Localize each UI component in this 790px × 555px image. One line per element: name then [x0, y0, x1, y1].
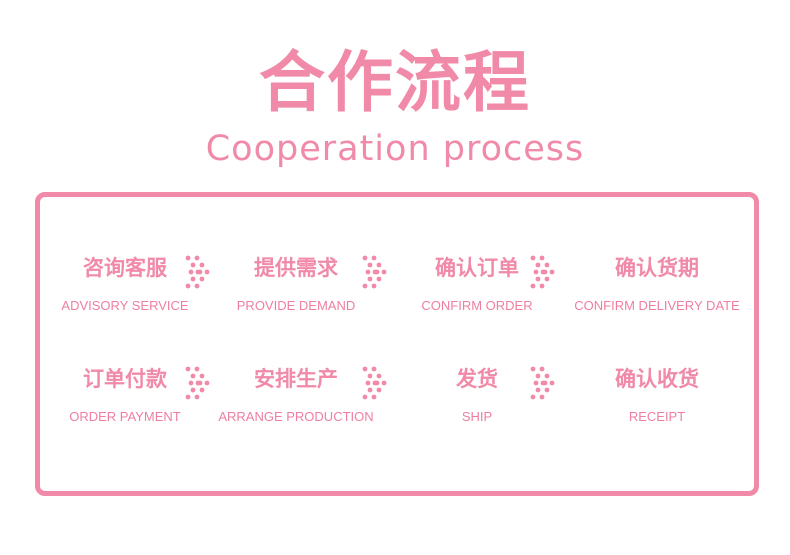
- step-ship: 发货 SHIP: [387, 365, 567, 425]
- step-title: 发货: [456, 367, 498, 391]
- step-subtitle: CONFIRM ORDER: [421, 298, 533, 313]
- step-title: 提供需求: [254, 256, 338, 280]
- step-subtitle: PROVIDE DEMAND: [236, 298, 356, 313]
- step-receipt: 确认收货 RECEIPT: [567, 365, 747, 425]
- step-confirm-order: 确认订单 CONFIRM ORDER: [387, 254, 567, 314]
- dotted-chevron-right-icon: [362, 366, 387, 400]
- dotted-chevron-right-icon: [362, 255, 387, 289]
- step-provide-demand: 提供需求 PROVIDE DEMAND: [206, 254, 386, 314]
- step-title: 安排生产: [254, 367, 338, 391]
- page-title: 合作流程: [259, 44, 531, 121]
- step-title: 订单付款: [83, 367, 167, 391]
- step-subtitle: ORDER PAYMENT: [69, 409, 181, 424]
- step-subtitle: CONFIRM DELIVERY DATE: [574, 298, 740, 313]
- step-subtitle: ADVISORY SERVICE: [61, 298, 189, 313]
- dotted-chevron-right-icon: [185, 255, 210, 289]
- step-title: 咨询客服: [83, 256, 167, 280]
- dotted-chevron-right-icon: [530, 366, 555, 400]
- dotted-chevron-right-icon: [530, 255, 555, 289]
- step-subtitle: RECEIPT: [628, 409, 686, 424]
- step-arrange-production: 安排生产 ARRANGE PRODUCTION: [206, 365, 386, 425]
- step-subtitle: ARRANGE PRODUCTION: [218, 409, 374, 424]
- page-subtitle: Cooperation process: [205, 129, 585, 169]
- step-title: 确认订单: [435, 256, 519, 280]
- step-confirm-delivery-date: 确认货期 CONFIRM DELIVERY DATE: [567, 254, 747, 314]
- step-subtitle: SHIP: [461, 409, 493, 424]
- dotted-chevron-right-icon: [185, 366, 210, 400]
- step-order-payment: 订单付款 ORDER PAYMENT: [35, 365, 215, 425]
- step-advisory-service: 咨询客服 ADVISORY SERVICE: [35, 254, 215, 314]
- process-panel: 咨询客服 ADVISORY SERVICE 提供需求 PROVIDE DEMAN…: [35, 192, 759, 496]
- step-title: 确认货期: [615, 256, 699, 280]
- step-title: 确认收货: [615, 367, 699, 391]
